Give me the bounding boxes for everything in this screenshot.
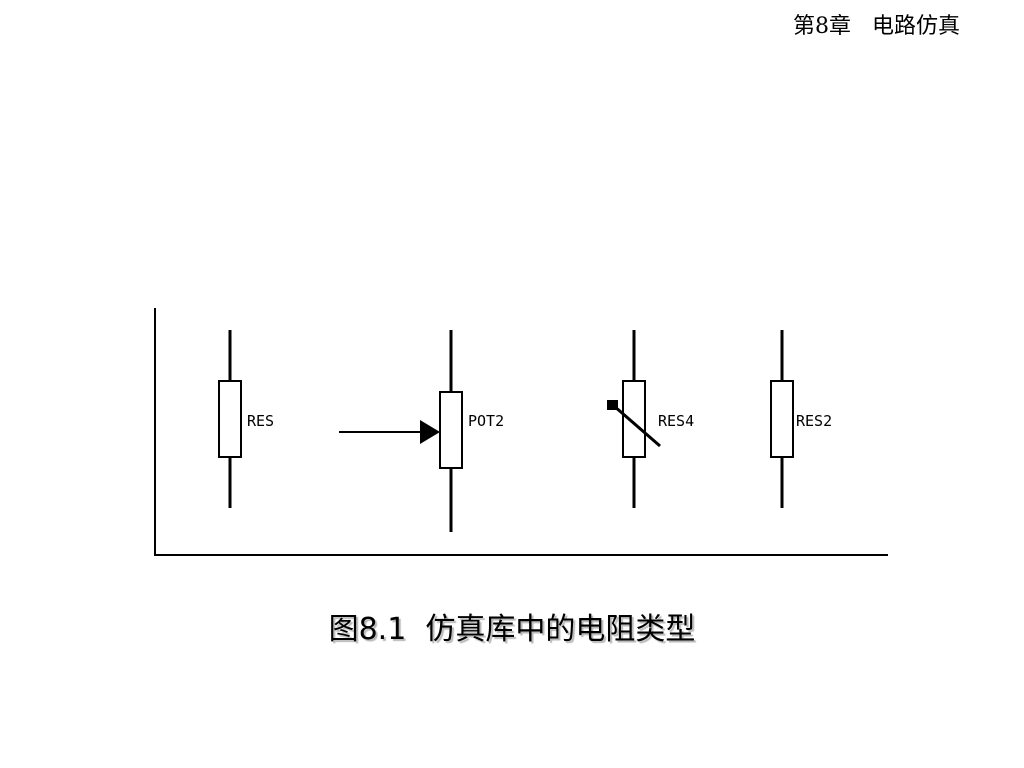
res4-label: RES4 [658, 412, 694, 430]
chapter-number: 第8章 [793, 14, 851, 39]
figure-caption-text: 仿真库中的电阻类型 [425, 612, 696, 647]
figure-caption: 图8.1 仿真库中的电阻类型 [0, 604, 1024, 648]
pot2-wiper-arrowhead [420, 420, 440, 444]
figure-number: 图8.1 [328, 612, 407, 647]
res-component: RES [218, 330, 274, 508]
res4-variable-tab [607, 400, 618, 410]
res2-label: RES2 [796, 412, 832, 430]
res4-variable-diagonal [613, 404, 661, 448]
pot2-component: POT2 [339, 330, 504, 532]
res4-body [622, 380, 646, 458]
res4-component: RES4 [607, 330, 694, 508]
chapter-header: 第8章 电路仿真 [793, 8, 960, 40]
resistor-types-diagram: RES POT2 RES4 RES2 [154, 308, 888, 556]
chapter-title: 电路仿真 [871, 14, 960, 39]
res2-component: RES2 [770, 330, 832, 508]
res-label: RES [247, 412, 274, 430]
pot2-body [439, 391, 463, 469]
res-body [218, 380, 242, 458]
pot2-label: POT2 [468, 412, 504, 430]
res2-body [770, 380, 794, 458]
